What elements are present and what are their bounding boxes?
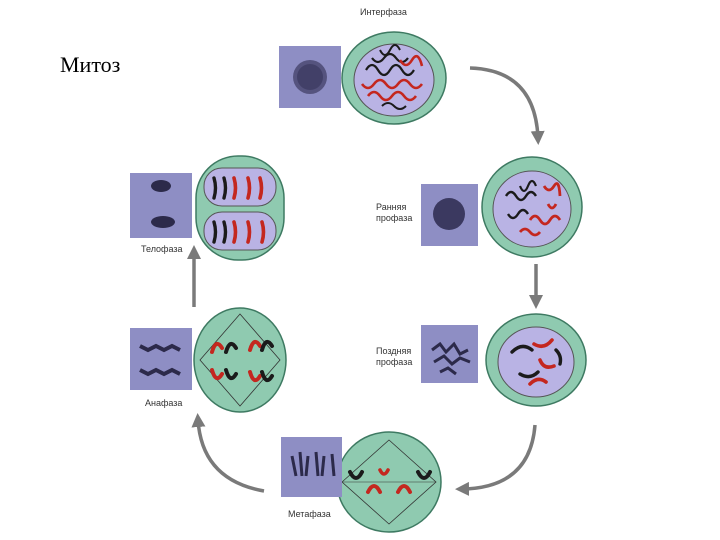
arrow-metaphase-to-anaphase (191, 413, 265, 493)
early-prophase-label-line1: Ранняя (376, 202, 407, 212)
early-prophase-photo (421, 184, 478, 246)
arrow-late-prophase-to-metaphase (455, 424, 537, 496)
late-prophase-photo (421, 325, 478, 383)
anaphase-label: Анафаза (145, 398, 183, 408)
arrow-interphase-to-early-prophase (469, 66, 545, 145)
slide-title: Митоз (60, 52, 121, 77)
anaphase-cell (193, 307, 287, 413)
telophase-label: Телофаза (141, 244, 183, 254)
late-prophase-label-line2: профаза (376, 357, 413, 367)
cycle-arrows (187, 66, 545, 496)
early-prophase-cell (481, 156, 583, 258)
metaphase-cell (336, 431, 442, 533)
anaphase-photo (130, 328, 192, 390)
telophase-cell (195, 155, 285, 261)
metaphase-photo (281, 437, 342, 497)
early-prophase-label-line2: профаза (376, 213, 413, 223)
late-prophase-cell (485, 313, 587, 407)
early-prophase-label: Ранняя профаза (376, 202, 412, 224)
interphase-photo (279, 46, 341, 108)
telophase-photo (130, 173, 192, 238)
interphase-label: Интерфаза (360, 7, 407, 17)
metaphase-label: Метафаза (288, 509, 331, 519)
late-prophase-label-line1: Поздняя (376, 346, 412, 356)
late-prophase-label: Поздняя профаза (376, 346, 412, 368)
interphase-cell (341, 31, 447, 125)
